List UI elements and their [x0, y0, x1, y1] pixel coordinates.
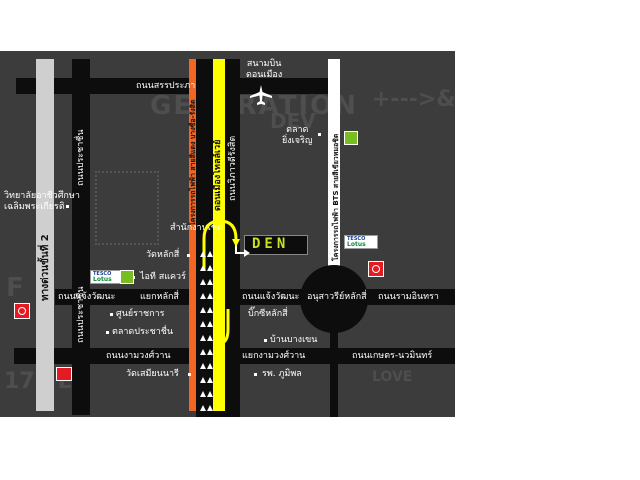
- label-tollway-2: ทางด่วนขั้นที่ 2: [40, 234, 51, 301]
- marker-vocational: [66, 205, 69, 208]
- marker-wat-samian: [188, 373, 191, 376]
- bigc-logo-left: [120, 270, 134, 284]
- area-map: GENERATION DEV +--->& 175 ES F LOVE ทางด…: [0, 51, 455, 417]
- laksi-roundabout: [300, 265, 368, 333]
- direction-arrow-icon: [207, 321, 213, 327]
- label-laksi-plaza: ไอที สแควร์: [140, 272, 186, 282]
- label-vibhavadi: ถนนวิภาวดีรังสิต: [228, 135, 238, 201]
- label-ngamwongwan-junction: แยกงามวงศ์วาน: [242, 351, 306, 361]
- direction-arrow-icon: [200, 335, 206, 341]
- bigc-logo-top: [344, 131, 358, 145]
- u-turn-route: [202, 219, 250, 271]
- direction-arrow-icon: [207, 279, 213, 285]
- landmark-logo-bottom: [56, 367, 72, 381]
- marker-temple: [187, 254, 190, 257]
- direction-arrow-icon: [200, 405, 206, 411]
- direction-arrow-icon: [200, 321, 206, 327]
- label-hospital: รพ. ภูมิพล: [262, 369, 302, 379]
- label-rail-red-line: โครงการรถไฟฟ้า สายสีแดง บางซื่อ-รังสิต: [189, 99, 197, 227]
- label-road-ramintra: ถนนรามอินทรา: [378, 292, 439, 302]
- direction-arrow-icon: [200, 251, 206, 257]
- direction-arrow-icon: [207, 405, 213, 411]
- label-laksi-monument: อนุสาวรีย์หลักสี่: [307, 292, 367, 302]
- direction-arrow-icon: [207, 363, 213, 369]
- direction-arrow-icon: [207, 349, 213, 355]
- den-location-label: DEN: [252, 236, 290, 252]
- label-road-chaengwattana-mid: ถนนแจ้งวัฒนะ: [242, 292, 300, 302]
- marker-govt-center: [110, 313, 113, 316]
- direction-arrow-icon: [200, 307, 206, 313]
- tesco-lotus-left: TESCO Lotus: [90, 270, 124, 284]
- label-district-office: สำนักงานเขต: [170, 223, 223, 233]
- label-car-park: บิ๊กซีหลักสี่: [248, 309, 288, 319]
- marker-market: [318, 133, 321, 136]
- direction-arrow-icon: [207, 377, 213, 383]
- direction-arrow-icon: [207, 307, 213, 313]
- marker-hospital: [254, 373, 257, 376]
- watermark-love: LOVE: [372, 369, 413, 385]
- direction-arrow-icon: [207, 265, 213, 271]
- label-road-prachachuen-bottom: ถนนประชาชื่น: [76, 286, 86, 343]
- direction-arrow-icon: [207, 391, 213, 397]
- road-tollway-2: [36, 59, 54, 411]
- label-road-sorrakrapa: ถนนสรรประภา: [136, 81, 196, 91]
- watermark-dev: DEV: [270, 109, 316, 133]
- direction-arrow-icon: [207, 251, 213, 257]
- label-school: บ้านบางเขน: [270, 335, 318, 345]
- label-road-kaset-nawamin: ถนนเกษตร-นวมินทร์: [352, 351, 433, 361]
- landmark-pin-icon: [368, 261, 384, 277]
- label-temple: วัดหลักสี่: [146, 250, 180, 260]
- direction-arrow-icon: [200, 265, 206, 271]
- direction-arrow-icon: [200, 349, 206, 355]
- direction-arrow-icon: [200, 377, 206, 383]
- direction-arrow-icon: [200, 363, 206, 369]
- road-prachachuen: [72, 59, 90, 415]
- label-laksi-junction: แยกหลักสี่: [140, 292, 179, 302]
- label-vocational: วิทยาลัยอาชีวศึกษา เฉลิมพระเกียรติ: [4, 191, 80, 212]
- bts-green-line: [328, 59, 340, 304]
- road-donmueang-tollway: [213, 59, 225, 411]
- rail-red-line: [189, 59, 196, 411]
- watermark-grid: [95, 171, 159, 245]
- direction-arrow-icon: [207, 335, 213, 341]
- label-donmueang-tollway: ดอนเมืองโทลล์เวย์: [213, 139, 223, 211]
- tesco-lotus-right: TESCO Lotus: [344, 235, 378, 249]
- direction-arrow-icon: [200, 279, 206, 285]
- label-road-ngamwongwan: ถนนงามวงศ์วาน: [106, 351, 171, 361]
- marker-school: [264, 339, 267, 342]
- label-market: ตลาด ยิ่งเจริญ: [282, 125, 313, 146]
- label-prachachuen-market: ตลาดประชาชื่น: [112, 327, 174, 337]
- label-airport: สนามบิน ดอนเมือง: [246, 59, 283, 80]
- u-turn-route-bottom: [219, 309, 230, 345]
- label-road-chaengwattana-left: ถนนแจ้งวัฒนะ: [58, 292, 116, 302]
- den-location-box[interactable]: [244, 235, 308, 255]
- landmark-pin-left-icon: [14, 303, 30, 319]
- watermark-f: F: [6, 273, 24, 303]
- direction-arrow-icon: [200, 293, 206, 299]
- marker-prachachuen-market: [106, 331, 109, 334]
- direction-arrow-icon: [200, 391, 206, 397]
- watermark-symbols: +--->&: [372, 87, 455, 112]
- direction-arrow-icon: [207, 293, 213, 299]
- road-sorrakrapa: [16, 78, 330, 94]
- airplane-icon: [250, 85, 272, 105]
- label-bts: โครงการรถไฟฟ้า BTS สายสีเขียวหมอชิต: [332, 133, 340, 261]
- label-govt-center: ศูนย์ราชการ: [116, 309, 165, 319]
- label-wat-samian: วัดเสมียนนารี: [126, 369, 179, 379]
- bts-green-line-lower: [330, 311, 338, 417]
- label-road-prachachuen-top: ถนนประชาชื่น: [76, 129, 86, 186]
